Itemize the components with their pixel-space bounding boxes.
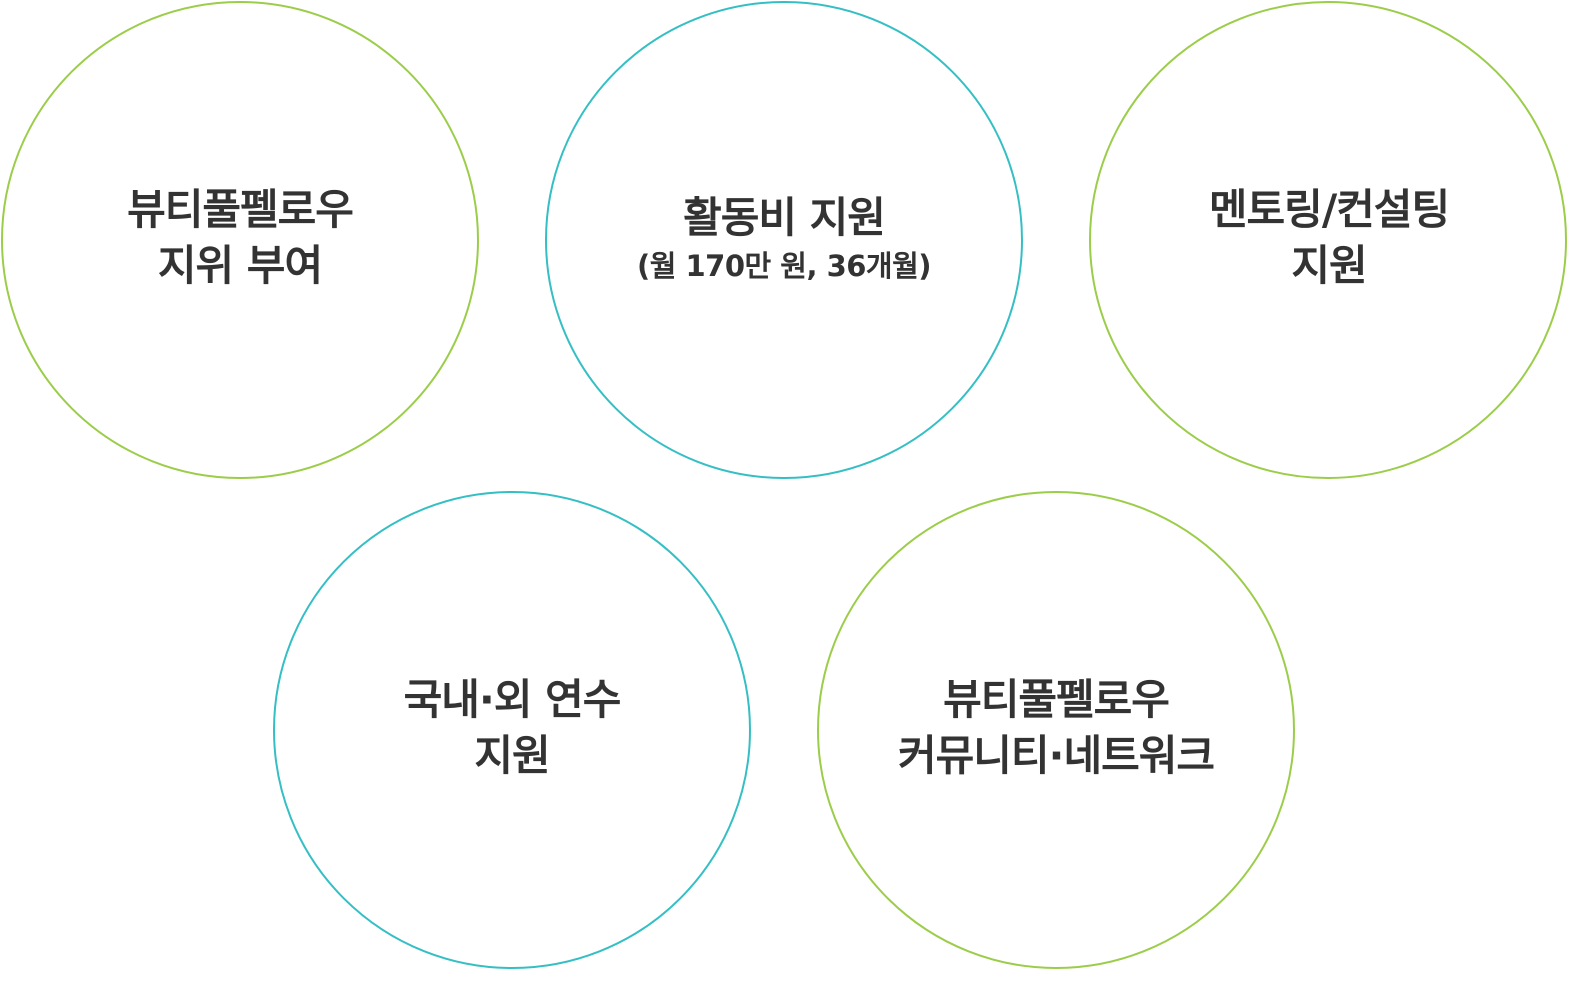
- benefit-circle-mentoring: 멘토링/컨설팅 지원: [1089, 1, 1567, 479]
- benefit-subtitle: (월 170만 원, 36개월): [636, 249, 932, 283]
- benefit-circle-training: 국내·외 연수 지원: [273, 491, 751, 969]
- benefit-title-line: 국내·외 연수: [403, 675, 622, 724]
- benefit-title-line: 뷰티풀펠로우: [943, 675, 1170, 724]
- benefit-circle-activity-fund: 활동비 지원 (월 170만 원, 36개월): [545, 1, 1023, 479]
- benefit-text: 국내·외 연수 지원: [403, 672, 622, 784]
- benefit-title-line: 지원: [1291, 241, 1367, 290]
- benefit-title-line: 뷰티풀펠로우: [127, 185, 354, 234]
- benefit-title-line: 지원: [474, 731, 550, 780]
- benefit-circle-fellow-status: 뷰티풀펠로우 지위 부여: [1, 1, 479, 479]
- benefit-text: 뷰티풀펠로우 커뮤니티·네트워크: [897, 672, 1215, 784]
- benefit-circle-community: 뷰티풀펠로우 커뮤니티·네트워크: [817, 491, 1295, 969]
- benefit-title-line: 커뮤니티·네트워크: [897, 731, 1215, 780]
- benefit-text: 뷰티풀펠로우 지위 부여: [127, 182, 354, 294]
- benefit-text: 멘토링/컨설팅 지원: [1208, 182, 1450, 294]
- benefit-title-line: 활동비 지원: [683, 193, 886, 242]
- benefit-title-line: 지위 부여: [157, 241, 323, 290]
- benefit-title-line: 멘토링/컨설팅: [1208, 185, 1450, 234]
- benefit-text: 활동비 지원 (월 170만 원, 36개월): [636, 190, 932, 286]
